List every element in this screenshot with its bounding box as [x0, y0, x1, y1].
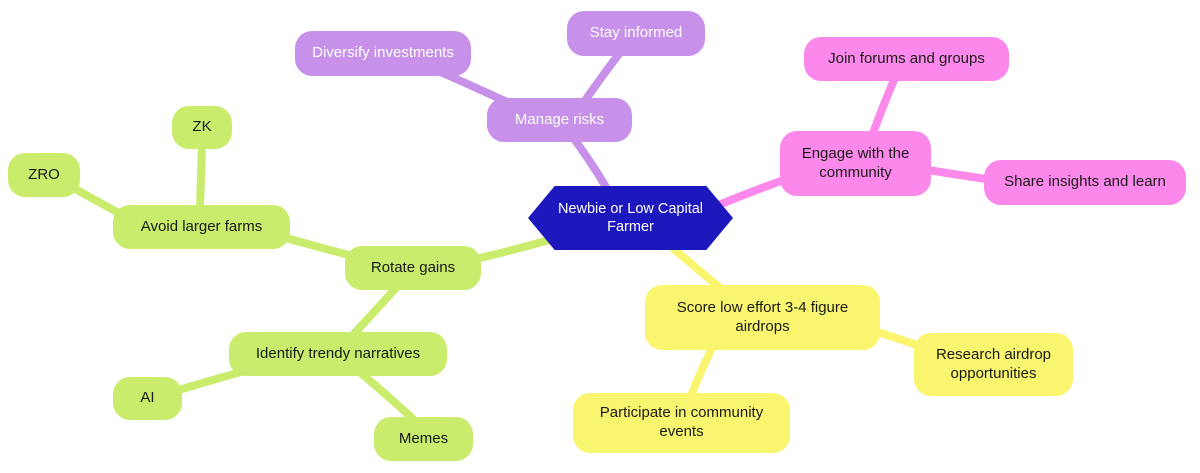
node-join-forums[interactable]: Join forums and groups	[804, 37, 1009, 81]
node-score-airdrops[interactable]: Score low effort 3-4 figure airdrops	[645, 285, 880, 350]
node-rotate-gains[interactable]: Rotate gains	[345, 246, 481, 290]
node-identify-narratives[interactable]: Identify trendy narratives	[229, 332, 447, 376]
edge-avoid-farms-zk	[196, 142, 206, 212]
node-ai[interactable]: AI	[113, 377, 182, 420]
node-diversify-investments[interactable]: Diversify investments	[295, 31, 471, 76]
node-share-insights[interactable]: Share insights and learn	[984, 160, 1186, 205]
node-zro[interactable]: ZRO	[8, 153, 80, 197]
node-stay-informed[interactable]: Stay informed	[567, 11, 705, 56]
edge-manage-risks-stay-informed	[580, 46, 626, 106]
edge-score-participate	[687, 344, 716, 400]
node-manage-risks[interactable]: Manage risks	[487, 98, 632, 142]
edge-rotate-identify	[348, 284, 400, 340]
edge-identify-memes	[358, 370, 416, 422]
node-root[interactable]: Newbie or Low Capital Farmer	[528, 186, 733, 250]
node-avoid-larger-farms[interactable]: Avoid larger farms	[113, 205, 290, 249]
node-engage-community[interactable]: Engage with the community	[780, 131, 931, 196]
edge-engage-join-forums	[868, 76, 898, 140]
node-memes[interactable]: Memes	[374, 417, 473, 461]
node-zk[interactable]: ZK	[172, 106, 232, 149]
node-research-airdrops[interactable]: Research airdrop opportunities	[914, 333, 1073, 396]
node-participate-events[interactable]: Participate in community events	[573, 393, 790, 453]
